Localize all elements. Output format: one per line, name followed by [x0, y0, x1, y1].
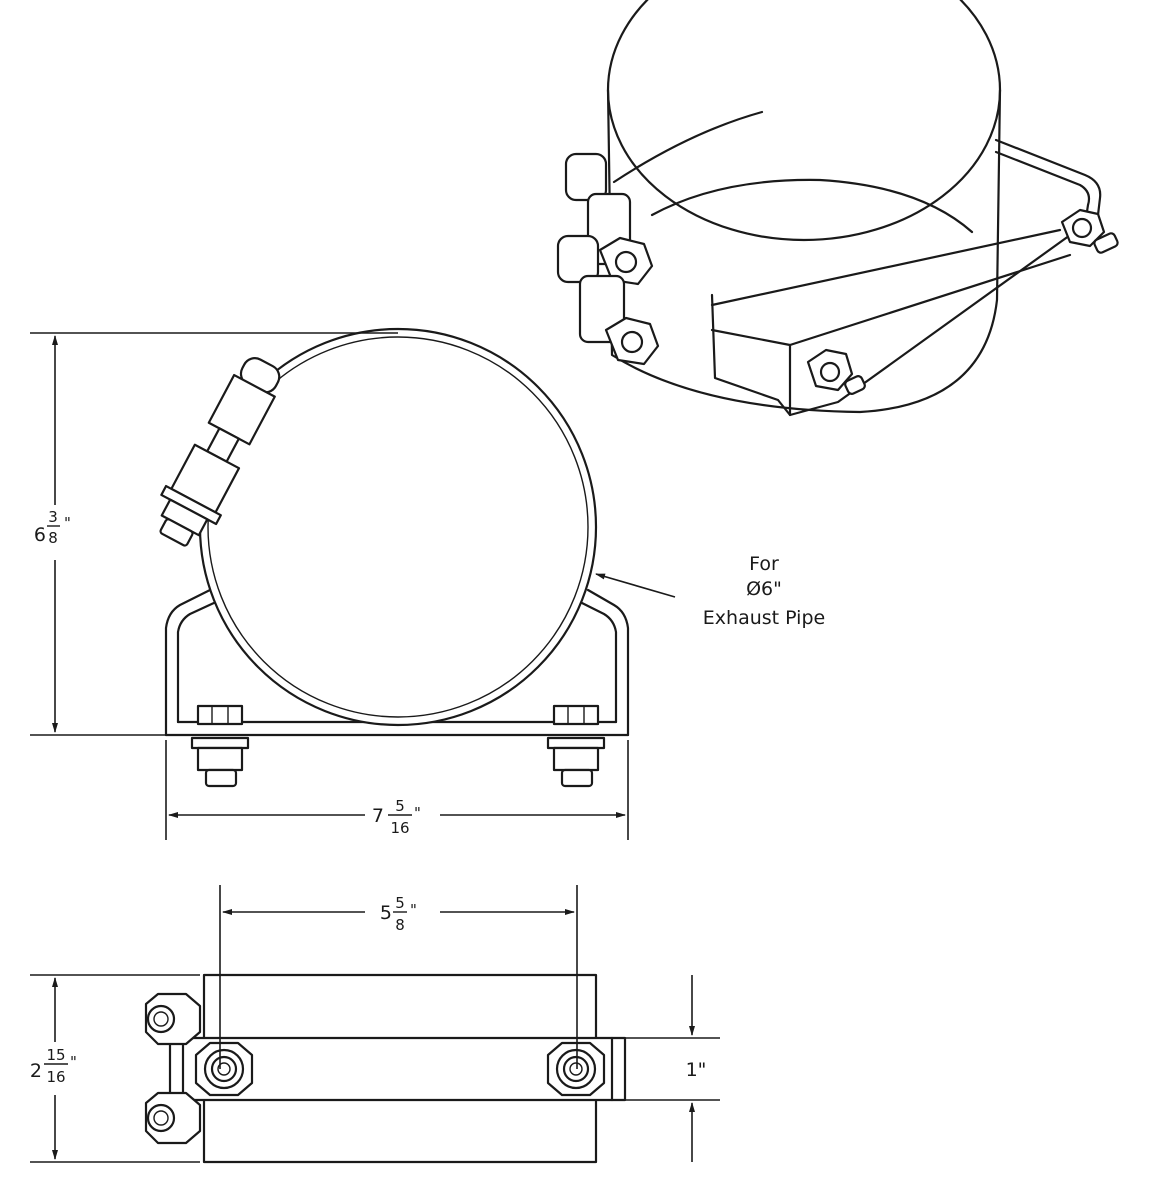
strap-width-dimension: 1" [625, 975, 720, 1162]
depth-denominator: 16 [46, 1068, 65, 1086]
strap-width-value: 1" [686, 1059, 707, 1081]
top-strap-bolt-right [546, 1041, 606, 1097]
bolt-spacing-unit: " [410, 901, 417, 919]
top-clamp-bolt-lower [144, 1091, 202, 1145]
height-whole: 6 [34, 524, 46, 546]
bolt-spacing-whole: 5 [380, 902, 392, 924]
width-unit: " [414, 804, 421, 822]
depth-dimension: 2 15 16 " [30, 974, 200, 1163]
isometric-view [556, 0, 1119, 417]
callout-line-3: Exhaust Pipe [703, 607, 825, 629]
bolt-spacing-dimension: 5 5 8 " [219, 885, 578, 1069]
width-denominator: 16 [390, 819, 409, 837]
front-clamp-bolt [159, 357, 281, 547]
top-view [144, 973, 627, 1164]
callout-line-2: Ø6" [746, 578, 782, 600]
depth-whole: 2 [30, 1060, 42, 1082]
top-clamp-bolt-upper [144, 992, 202, 1046]
height-dimension: 6 3 8 " [30, 332, 398, 736]
height-numerator: 3 [48, 508, 58, 526]
iso-bolt-lower [806, 348, 866, 395]
depth-numerator: 15 [46, 1046, 65, 1064]
front-bolt-left [190, 704, 250, 788]
depth-unit: " [70, 1053, 77, 1071]
bolt-spacing-denominator: 8 [395, 916, 405, 934]
height-unit: " [64, 514, 71, 532]
width-dimension: 7 5 16 " [165, 740, 629, 840]
bolt-spacing-numerator: 5 [395, 894, 405, 912]
iso-bolt-right [1060, 208, 1119, 254]
width-whole: 7 [372, 805, 384, 827]
width-numerator: 5 [395, 797, 405, 815]
height-denominator: 8 [48, 529, 58, 547]
callout-line-1: For [749, 553, 779, 575]
top-strap-bolt-left [194, 1041, 254, 1097]
iso-clamp-bolts [556, 152, 660, 366]
front-bolt-right [546, 704, 606, 788]
front-view [159, 327, 676, 788]
